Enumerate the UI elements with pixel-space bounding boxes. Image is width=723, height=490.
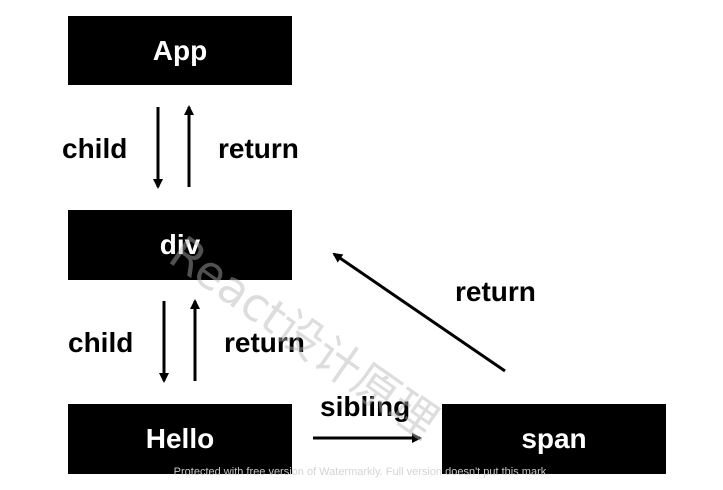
- node-app: App: [68, 16, 292, 85]
- label-return-hello-div: return: [224, 327, 305, 358]
- watermark-footer: Protected with free version of Watermark…: [173, 466, 550, 478]
- label-child-div-hello: child: [68, 327, 134, 358]
- node-span: span: [442, 404, 666, 474]
- node-div: div: [68, 210, 292, 280]
- node-hello: Hello: [68, 404, 292, 474]
- label-sibling-hello-span: sibling: [320, 391, 411, 422]
- label-return-span-div: return: [455, 276, 536, 307]
- arrow-span-to-div-return: [332, 252, 506, 373]
- label-child-app-div: child: [62, 133, 128, 164]
- label-return-div-app: return: [218, 133, 299, 164]
